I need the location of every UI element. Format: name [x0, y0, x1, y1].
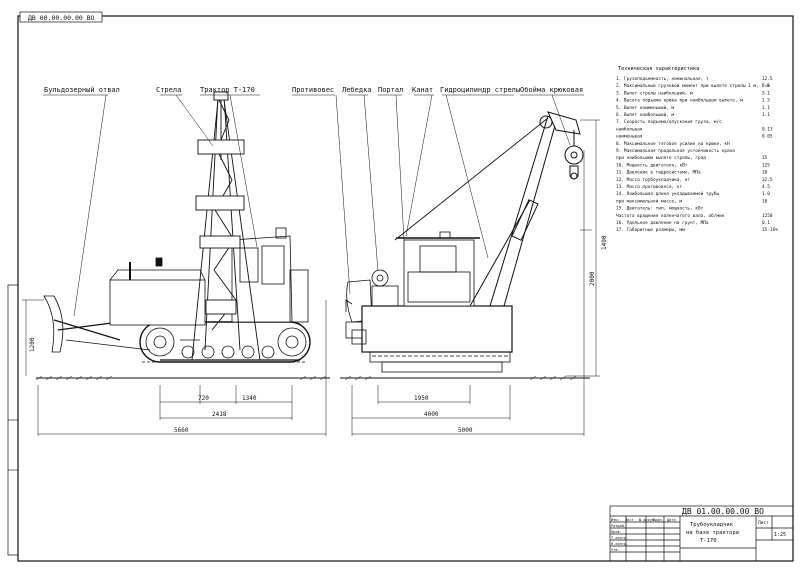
- label-bulldozer-blade: Бульдозерный отвал: [44, 86, 120, 94]
- spec-row-value: 1.0: [762, 191, 770, 197]
- label-boom-hydraulics: Гидроцилиндр стрелы: [440, 86, 520, 94]
- callout-labels: Бульдозерный отвал Стрела Трактор Т-170 …: [44, 86, 583, 94]
- spec-row-text: 5. Вылет наименьший, м: [616, 105, 675, 111]
- front-view: [345, 111, 584, 373]
- dim-2000: 2000: [589, 271, 596, 286]
- title-block: [609, 505, 794, 562]
- spec-row-text: при наибольшем вылете стрелы, град: [616, 154, 706, 161]
- title-name-2: на базе трактора: [686, 529, 739, 536]
- spec-row-text: 6. Вылет наибольший, м: [616, 111, 675, 118]
- top-code-box: [19, 11, 103, 23]
- spec-row-value: 4.5: [762, 184, 770, 190]
- spec-row-text: 8. Максимальное тяговое усилие на крюке,…: [616, 141, 730, 147]
- spec-block: Техническая характеристика 1. Грузоподъе…: [616, 66, 778, 233]
- dim-2418: 2418: [212, 411, 227, 418]
- bulldozer-blade-shape: [43, 295, 151, 353]
- title-column-label: Дата: [667, 518, 676, 522]
- spec-row-value: 1.1: [762, 112, 770, 118]
- dim-5000: 5000: [458, 427, 473, 434]
- spec-row-text: 13. Масса противовеса, кг: [616, 184, 682, 190]
- spec-row-value: 10: [762, 198, 768, 204]
- title-column-label: Лист: [625, 518, 634, 522]
- spec-row-value: 5.1: [762, 90, 770, 96]
- label-portal: Портал: [378, 86, 403, 94]
- spec-row-text: при максимальной массе, м: [616, 198, 682, 204]
- title-block-text: ДВ 01.00.00.00 ВО Трубоукладчик на базе …: [611, 507, 786, 552]
- title-role-label: Т.контр.: [611, 536, 628, 540]
- spec-row-text: 14. Наибольшая длина укладываемой трубы: [616, 190, 719, 197]
- label-winch: Лебедка: [342, 86, 372, 94]
- spec-row-text: 4. Высота подъема крюка при наибольшем в…: [616, 97, 743, 104]
- title-column-label: № докум.: [639, 518, 656, 522]
- spec-row-value: 32.5: [762, 177, 773, 183]
- spec-heading: Техническая характеристика: [618, 66, 699, 72]
- dim-5660: 5660: [174, 427, 189, 434]
- left-track: [139, 321, 311, 363]
- spec-row-text: 3. Вылет стрелы наибольший, м: [616, 89, 693, 96]
- dimension-values: 720 1340 2418 5660 1950 4000 5000 1490 2…: [29, 235, 608, 434]
- spec-row-value: 0.13: [762, 126, 773, 132]
- spec-row-text: наибольшая: [616, 125, 643, 132]
- title-role-label: Разраб.: [611, 523, 626, 528]
- label-counterweight: Противовес: [292, 86, 334, 94]
- spec-row-text: 7. Скорость подъема/опускания груза, м/с: [616, 119, 722, 125]
- right-boom: [394, 111, 584, 307]
- spec-row-value: 1250: [762, 213, 773, 219]
- track-rollers: [145, 327, 307, 359]
- title-role-label: Н.контр.: [611, 542, 628, 546]
- spec-row-value: 12.5: [762, 76, 773, 82]
- dim-1950: 1950: [414, 395, 429, 402]
- spec-row-text: 9. Максимальная продольная устойчивость …: [616, 148, 735, 154]
- spec-row-text: наименьшая: [616, 135, 643, 140]
- spec-row-text: 11. Давление в гидросистеме, МПа: [616, 170, 701, 176]
- spec-row-text: 15. Двигатель: тип, мощность, кВт: [616, 206, 704, 212]
- spec-row-text: 16. Удельное давление на грунт, МПа: [616, 220, 709, 226]
- spec-row-value: 2.5: [762, 83, 770, 89]
- dim-4000: 4000: [424, 411, 439, 418]
- label-boom: Стрела: [156, 86, 181, 94]
- spec-row-value: 15-16%: [762, 227, 778, 233]
- label-ropes: Канат: [412, 86, 433, 94]
- title-sheet-label: Лист: [758, 520, 769, 526]
- top-drawing-code: ДВ 00.00.00.00 ВО: [28, 14, 95, 22]
- dim-1200: 1200: [29, 337, 36, 352]
- label-hook-block: Обойма крюковая: [520, 86, 583, 94]
- title-column-label: Изм.: [611, 518, 620, 522]
- title-name-3: Т-170: [700, 538, 717, 544]
- spec-row-text: 1. Грузоподъемность, номинальная, т: [616, 76, 709, 82]
- spec-row-text: 10. Мощность двигателя, кВт: [616, 162, 688, 168]
- dim-720: 720: [198, 395, 209, 402]
- dim-1490: 1490: [601, 235, 608, 250]
- spec-row-text: 17. Габаритные размеры, мм: [616, 226, 685, 233]
- spec-row-text: Частота вращения коленчатого вала, об/ми…: [616, 212, 725, 219]
- title-column-label: Подп.: [653, 518, 664, 522]
- dim-1340: 1340: [242, 395, 257, 402]
- spec-row-value: 15: [762, 155, 768, 161]
- spec-row-value: 1.1: [762, 105, 770, 111]
- spec-rows: 1. Грузоподъемность, номинальная, т 12.52…: [616, 76, 778, 233]
- title-role-label: Утв.: [611, 548, 620, 552]
- title-role-label: Пров.: [611, 530, 622, 534]
- spec-row-value: 125: [762, 162, 770, 168]
- leader-lines: [43, 94, 584, 317]
- label-tractor: Трактор Т-170: [200, 86, 255, 94]
- title-name-1: Трубоукладчик: [690, 521, 734, 528]
- spec-row-value: 10: [762, 170, 768, 176]
- title-code: ДВ 01.00.00.00 ВО: [682, 507, 764, 516]
- spec-row-value: 0.05: [762, 134, 773, 140]
- spec-row-text: 2. Максимальный грузовой момент при выле…: [616, 83, 770, 89]
- spec-row-value: 1.5: [762, 98, 770, 104]
- side-view: [43, 91, 311, 363]
- dimension-lines: [22, 119, 600, 436]
- title-scale: 1:25: [774, 532, 786, 538]
- boom-lattice: [191, 91, 261, 361]
- spec-row-text: 12. Масса трубоукладчика, кг: [616, 176, 690, 183]
- spec-row-value: 0.1: [762, 220, 770, 226]
